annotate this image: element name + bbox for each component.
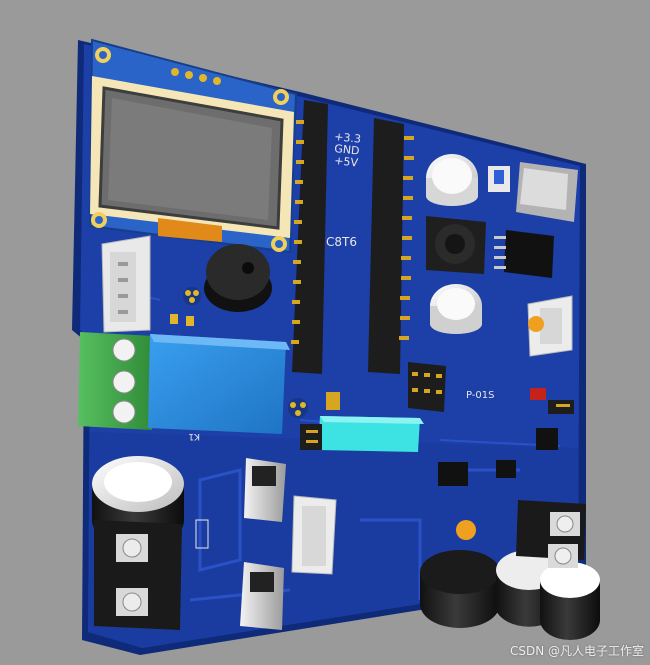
dc-barrel-jack	[488, 162, 578, 222]
jst-connector-left	[101, 235, 151, 333]
resistor-footprint	[195, 519, 209, 549]
smd-ic-small	[536, 428, 558, 450]
screw-terminal-black-right	[516, 500, 586, 568]
mcu-header-right	[368, 118, 414, 374]
esp-module-header	[408, 362, 446, 412]
orange-capacitor	[528, 316, 544, 332]
oled-header-pins	[171, 68, 221, 85]
relay	[148, 334, 290, 434]
oled-module	[88, 38, 298, 254]
watermark: CSDN @凡人电子工作室	[509, 644, 644, 658]
buzzer	[204, 244, 272, 312]
smd-chip	[496, 460, 516, 478]
smd-diode-bridge	[438, 462, 468, 486]
silk-power-gnd: GND	[334, 142, 360, 158]
screw-terminal-black-left	[94, 520, 182, 630]
to220-mosfet-bottom	[240, 562, 284, 630]
electrolytic-cap-top	[426, 154, 478, 206]
jst-connector-center	[291, 495, 337, 575]
electrolytic-cap-bottom-right	[420, 550, 600, 640]
small-header-right	[548, 400, 574, 414]
screw-terminal-green	[78, 332, 154, 430]
regulator-ic	[494, 230, 554, 278]
orange-capacitor-lower	[456, 520, 476, 540]
jst-connector-right	[527, 295, 573, 357]
mcu-header-left	[291, 100, 328, 374]
power-inductor	[426, 216, 486, 274]
silk-relay-label: K1	[188, 431, 200, 441]
silk-module-label: P-01S	[466, 390, 495, 401]
silk-power-5v: +5V	[334, 154, 359, 169]
to220-mosfet-top	[244, 458, 286, 522]
electrolytic-cap-mid	[430, 284, 482, 334]
cyan-sensor-module	[318, 392, 424, 452]
silk-mcu-label: C8T6	[326, 235, 357, 249]
small-footprints	[170, 287, 308, 418]
red-led	[530, 388, 546, 400]
silk-power-33: +3.3	[334, 130, 362, 146]
two-pin-header	[300, 424, 322, 450]
